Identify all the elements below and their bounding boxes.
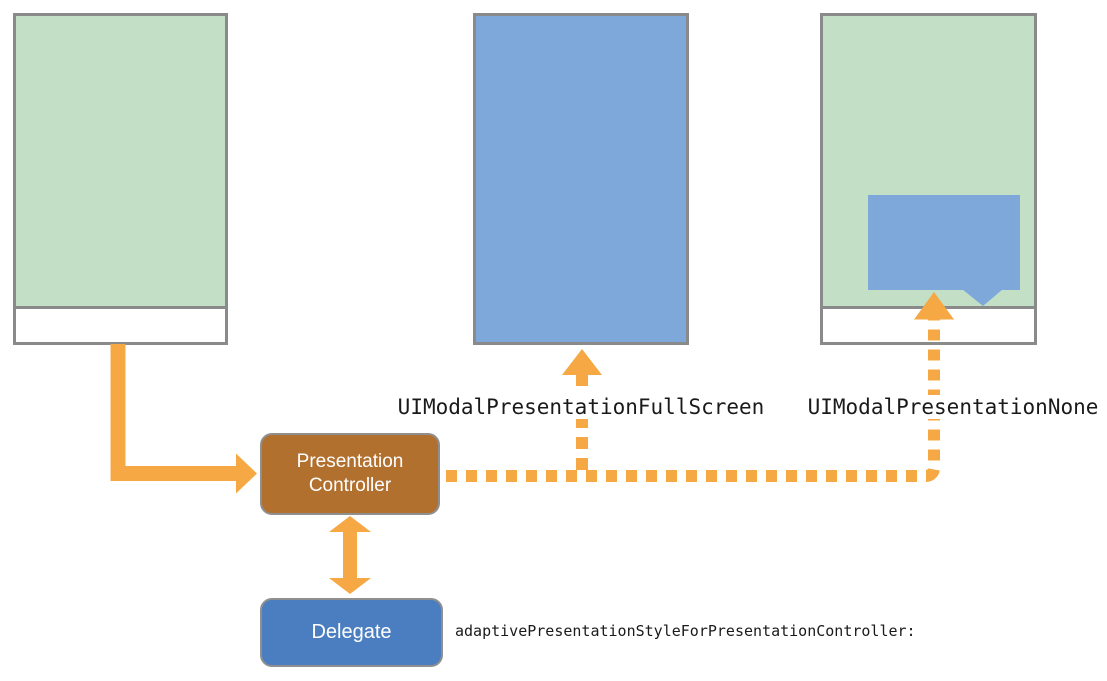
presenting-view-content	[16, 16, 225, 306]
delegate-node: Delegate	[260, 598, 443, 667]
label-adaptive-presentation-method: adaptivePresentationStyleForPresentation…	[455, 622, 916, 640]
presenting-view-bottom-bar	[16, 306, 225, 342]
popover-view-content	[823, 16, 1034, 306]
label-uimodalpresentation-none: UIModalPresentationNone	[805, 395, 1101, 419]
popover-view-frame	[820, 13, 1037, 345]
presentation-controller-label-line2: Controller	[308, 475, 392, 496]
fullscreen-presented-view	[473, 13, 689, 345]
presentation-controller-node: Presentation Controller	[260, 433, 440, 515]
solid-arrow-presenting-to-controller	[110, 344, 257, 494]
popover-tail	[962, 289, 1003, 306]
presentation-controller-label-line1: Presentation	[296, 451, 404, 472]
popover-view-bottom-bar	[823, 306, 1034, 342]
label-uimodalpresentation-fullscreen: UIModalPresentationFullScreen	[395, 395, 767, 419]
delegate-label: Delegate	[311, 621, 392, 643]
popover-body	[868, 195, 1020, 290]
presenting-view-frame	[13, 13, 228, 345]
double-arrow-controller-delegate	[329, 516, 371, 594]
